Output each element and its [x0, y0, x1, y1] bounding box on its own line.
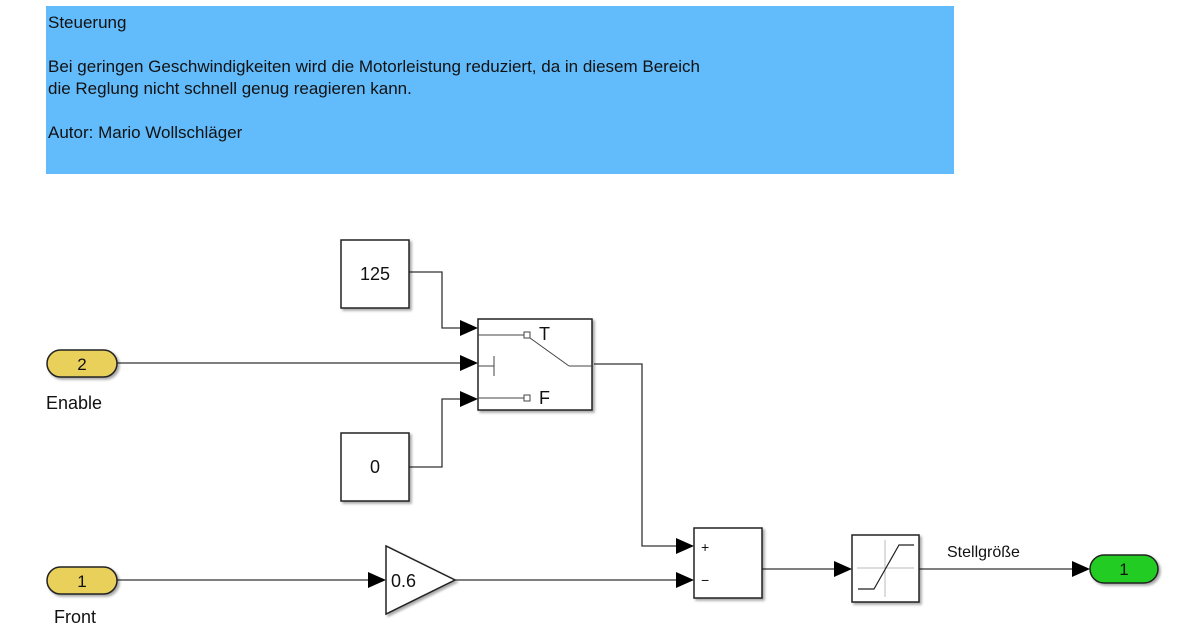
saturation-block[interactable] — [851, 534, 920, 603]
arrowhead — [676, 572, 694, 588]
sum-plus-sign: + — [701, 539, 709, 555]
inport-name: Front — [54, 607, 96, 627]
signal-switch-to-sum[interactable] — [594, 363, 676, 547]
switch-false-label: F — [539, 388, 550, 408]
switch-icon — [478, 331, 592, 402]
constant-block-0[interactable]: 0 — [340, 432, 410, 502]
switch-block[interactable]: T F — [477, 318, 593, 411]
arrowhead — [676, 538, 694, 554]
arrowhead — [1072, 561, 1090, 577]
constant-value: 125 — [360, 264, 390, 284]
signal-label-stellgroesse: Stellgröße — [947, 544, 1020, 561]
sum-minus-sign: − — [701, 572, 709, 588]
arrowhead — [460, 320, 478, 336]
annotation-author: Autor: Mario Wollschläger — [48, 123, 243, 142]
annotation-title: Steuerung — [48, 13, 127, 32]
gain-value: 0.6 — [391, 571, 416, 591]
arrowhead — [368, 572, 386, 588]
gain-block[interactable]: 0.6 — [385, 544, 457, 616]
inport-name: Enable — [46, 393, 102, 413]
constant-block-125[interactable]: 125 — [340, 239, 410, 309]
annotation-text-line2: die Reglung nicht schnell genug reagiere… — [48, 79, 412, 98]
sum-block[interactable]: + − — [693, 527, 763, 599]
outport-1[interactable]: 1 — [1089, 554, 1159, 584]
switch-true-label: T — [539, 324, 550, 344]
inport-front[interactable]: 1 Front — [46, 566, 118, 627]
arrowhead — [834, 561, 852, 577]
signal-const125-to-switch[interactable] — [409, 271, 460, 329]
constant-value: 0 — [370, 457, 380, 477]
arrowhead — [460, 391, 478, 407]
saturation-icon — [857, 540, 914, 597]
outport-number: 1 — [1119, 560, 1128, 579]
inport-number: 1 — [77, 572, 86, 591]
signal-const0-to-switch[interactable] — [409, 398, 460, 468]
inport-enable[interactable]: 2 Enable — [46, 349, 118, 413]
annotation-text-line1: Bei geringen Geschwindigkeiten wird die … — [48, 57, 701, 76]
arrowhead — [460, 355, 478, 371]
inport-number: 2 — [77, 355, 86, 374]
annotation-box[interactable]: Steuerung Bei geringen Geschwindigkeiten… — [46, 6, 954, 174]
